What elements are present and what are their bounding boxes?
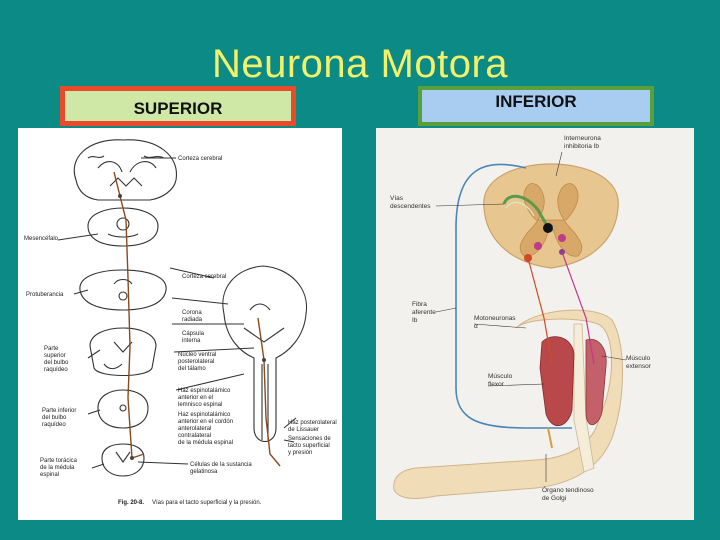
label-toracica-3: espinal xyxy=(40,472,59,478)
label-bulbo-sup-4: raquídeo xyxy=(44,367,68,373)
label-vias-1: Vías xyxy=(390,195,404,202)
inferior-label: INFERIOR xyxy=(495,92,577,111)
label-corteza-2: Corteza cerebral xyxy=(182,274,226,280)
label-bulbo-inf-2: del bulbo xyxy=(42,415,67,421)
label-bulbo-sup-1: Parte xyxy=(44,346,59,352)
label-golgi-2: de Golgi xyxy=(542,495,566,502)
reflex-diagram: Interneurona inhibitoria Ib Vías descend… xyxy=(390,135,652,502)
upper-motor-neuron-figure: Corteza cerebral Mesencéfalo Protuberanc… xyxy=(18,128,342,520)
label-flexor-2: flexor xyxy=(488,381,505,388)
pathway-diagram: Corteza cerebral Mesencéfalo Protuberanc… xyxy=(24,139,337,506)
label-lissauer-1: Haz posterolateral xyxy=(288,420,337,426)
label-bulbo-inf-3: raquídeo xyxy=(42,422,66,428)
slide-title: Neurona Motora xyxy=(211,42,509,86)
label-nucleo-3: del tálamo xyxy=(178,366,206,372)
label-sens-1: Sensaciones de xyxy=(288,436,331,442)
superior-label-box: SUPERIOR xyxy=(60,86,296,126)
label-flexor-1: Músculo xyxy=(488,373,513,380)
label-interna: interna xyxy=(182,338,201,344)
label-haz1-1: Haz espinotalámico xyxy=(178,388,231,394)
label-bulbo-sup-2: superior xyxy=(44,353,66,359)
label-haz1-3: lemnisco espinal xyxy=(178,402,222,408)
label-corteza-1: Corteza cerebral xyxy=(178,156,222,162)
label-haz2-2: anterior en el cordón xyxy=(178,419,233,425)
lower-motor-neuron-figure: Interneurona inhibitoria Ib Vías descend… xyxy=(376,128,694,520)
label-interneurona-1: Interneurona xyxy=(564,135,601,142)
label-gelatinosa-2: gelatinosa xyxy=(190,469,218,475)
label-corona: Corona xyxy=(182,310,202,316)
label-radiada: radiada xyxy=(182,317,203,323)
label-nucleo-2: posterolateral xyxy=(178,359,214,365)
label-gelatinosa-1: Células de la sustancia xyxy=(190,462,252,468)
label-protuberancia: Protuberancia xyxy=(26,292,64,298)
label-moto-2: α xyxy=(474,323,478,330)
label-extensor-2: extensor xyxy=(626,363,652,370)
label-fibra-3: Ib xyxy=(412,317,418,324)
label-extensor-1: Músculo xyxy=(626,355,651,362)
label-lissauer-2: de Lissauer xyxy=(288,427,319,433)
label-nucleo-1: Núcleo ventral xyxy=(178,352,216,358)
label-sens-3: y presión xyxy=(288,450,312,456)
label-haz2-5: de la médula espinal xyxy=(178,440,233,446)
label-vias-2: descendentes xyxy=(390,203,431,210)
label-haz2-3: anterolateral xyxy=(178,426,211,432)
label-mesencefalo: Mesencéfalo xyxy=(24,236,59,242)
label-capsula: Cápsula xyxy=(182,331,205,337)
label-fibra-1: Fibra xyxy=(412,301,427,308)
label-bulbo-sup-3: del bulbo xyxy=(44,360,69,366)
label-golgi-1: Órgano tendinoso xyxy=(542,485,594,494)
inferior-label-box: INFERIOR xyxy=(418,86,654,126)
label-haz1-2: anterior en el xyxy=(178,395,213,401)
label-fibra-2: aferente xyxy=(412,309,436,316)
caption-number: Fig. 20-8. xyxy=(118,500,144,506)
superior-label: SUPERIOR xyxy=(133,99,223,118)
label-moto-1: Motoneuronas xyxy=(474,315,516,322)
label-haz2-1: Haz espinotalámico xyxy=(178,412,231,418)
label-sens-2: tacto superficial xyxy=(288,443,330,449)
label-bulbo-inf-1: Parte inferior xyxy=(42,408,76,414)
label-toracica-1: Parte torácica xyxy=(40,458,78,464)
caption-text: Vías para el tacto superficial y la pres… xyxy=(152,500,262,506)
label-interneurona-2: inhibitoria Ib xyxy=(564,143,599,150)
label-toracica-2: de la médula xyxy=(40,465,75,471)
label-haz2-4: contralateral xyxy=(178,433,211,439)
